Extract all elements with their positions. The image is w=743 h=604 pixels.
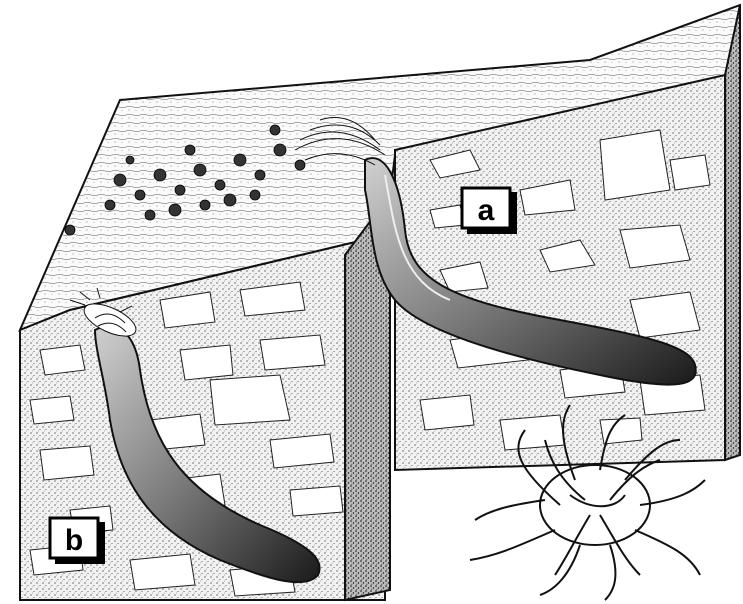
label-b-text: b xyxy=(65,524,83,557)
label-b: b xyxy=(50,518,105,564)
upper-block-side-face xyxy=(725,5,740,460)
label-a: a xyxy=(462,188,517,234)
label-a-text: a xyxy=(478,194,495,227)
